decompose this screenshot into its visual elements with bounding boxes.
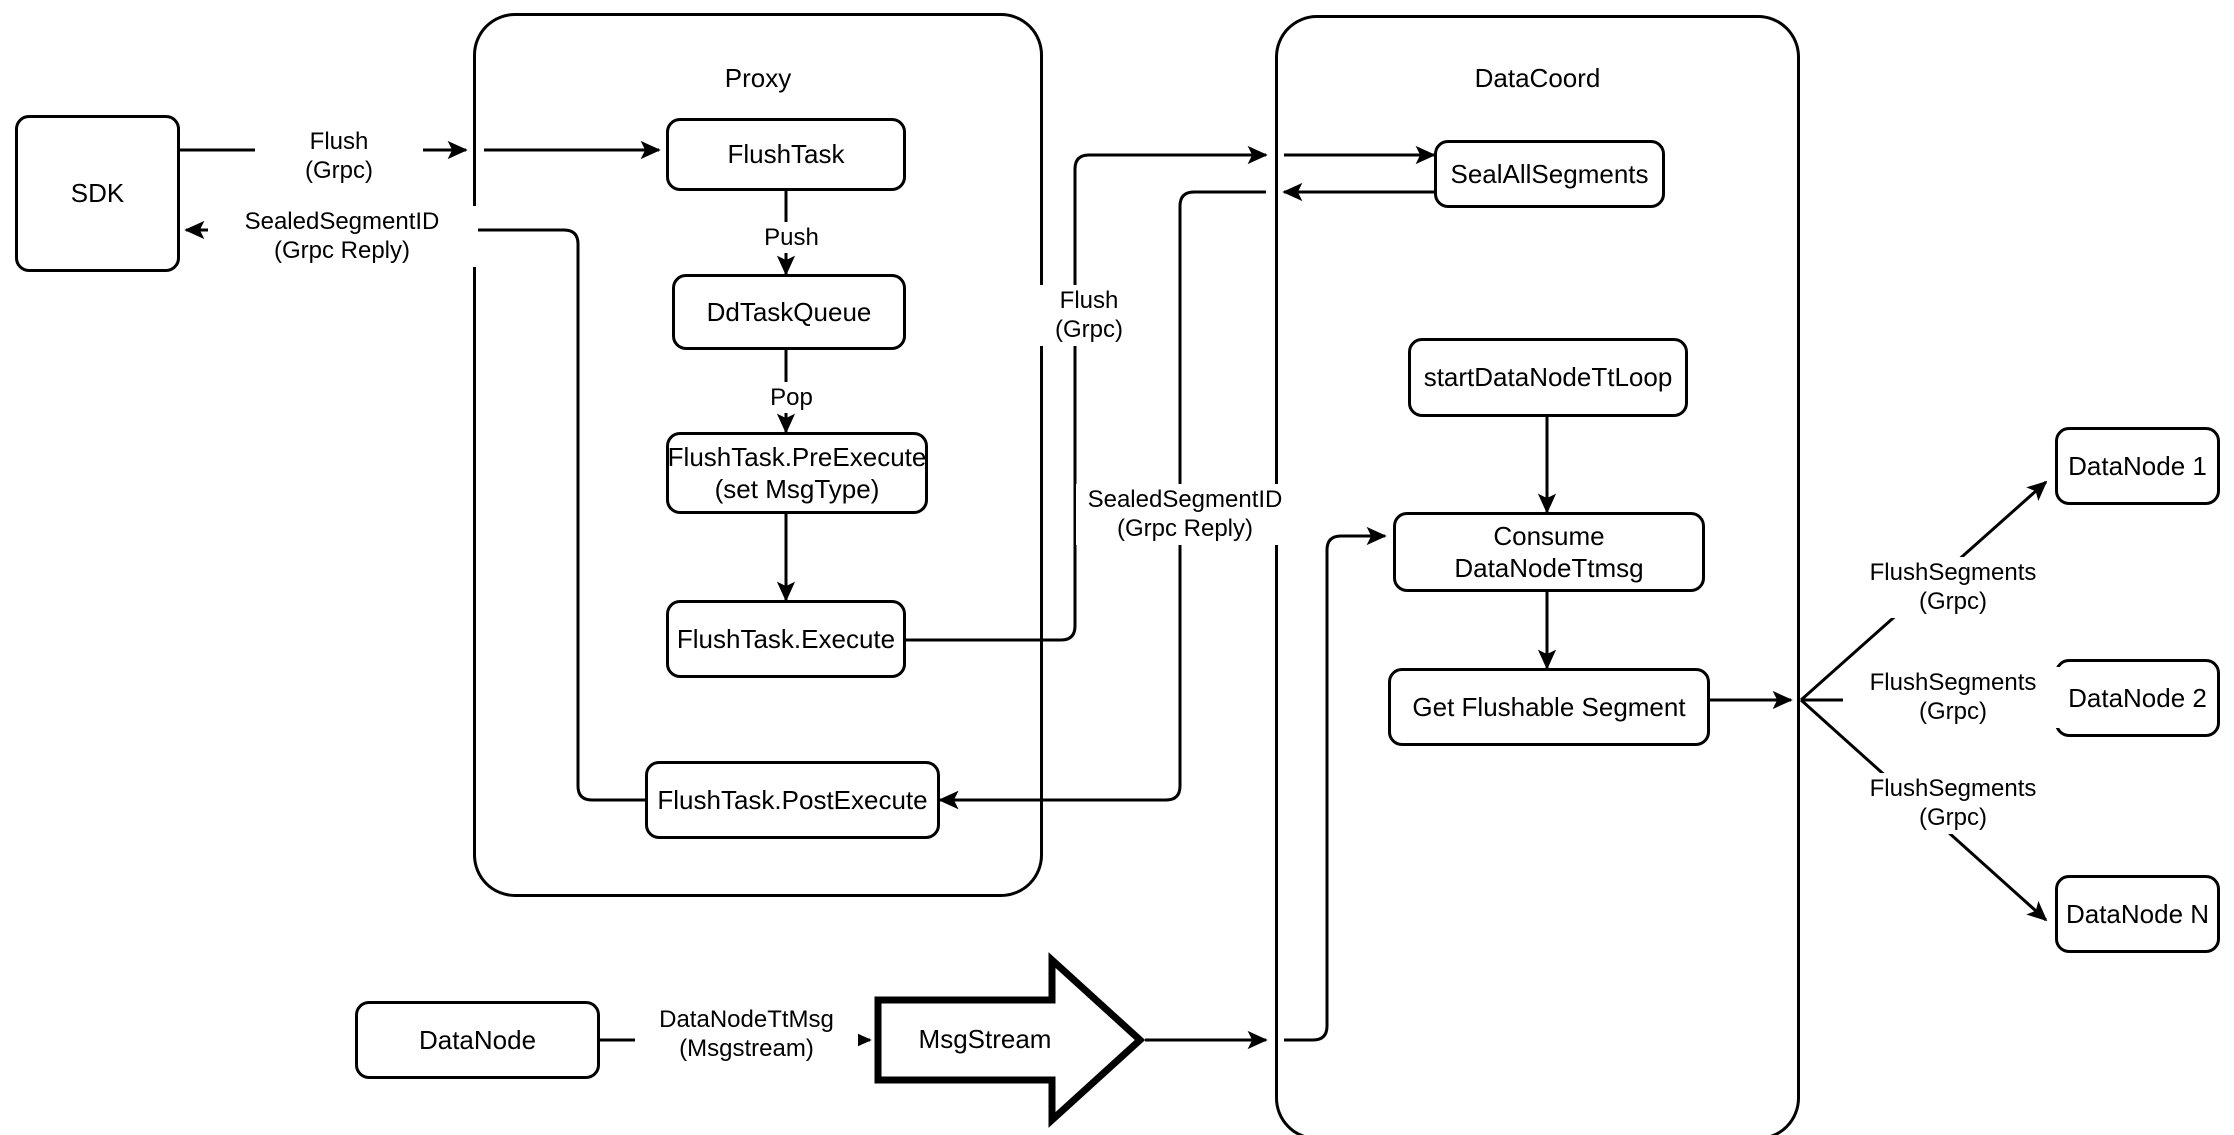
node-datanode-1[interactable]: DataNode 1 (2055, 427, 2220, 505)
edge-label-flush-segments-2: FlushSegments (Grpc) (1843, 667, 2063, 728)
node-ddtaskqueue[interactable]: DdTaskQueue (672, 274, 906, 350)
edge-label-sdk-to-proxy: Flush (Grpc) (255, 126, 423, 187)
proxy-container-title: Proxy (724, 63, 792, 93)
node-sdk[interactable]: SDK (15, 115, 180, 272)
node-flushtask[interactable]: FlushTask (666, 118, 906, 191)
node-flushtask-postexecute[interactable]: FlushTask.PostExecute (645, 761, 940, 839)
edge-label-datanode-ttmsg: DataNodeTtMsg (Msgstream) (635, 1004, 858, 1065)
node-flushtask-execute[interactable]: FlushTask.Execute (666, 600, 906, 678)
edge-label-push: Push (740, 222, 843, 254)
node-datanode-source[interactable]: DataNode (355, 1001, 600, 1079)
node-flushtask-preexecute[interactable]: FlushTask.PreExecute (set MsgType) (666, 432, 928, 514)
node-consume-datanode-ttmsg[interactable]: Consume DataNodeTtmsg (1393, 512, 1705, 592)
datacoord-container-title: DataCoord (1474, 63, 1601, 93)
node-get-flushable-segment[interactable]: Get Flushable Segment (1388, 668, 1710, 746)
node-datanode-2[interactable]: DataNode 2 (2055, 659, 2220, 737)
edge-label-datacoord-to-proxy: SealedSegmentID (Grpc Reply) (1076, 484, 1294, 545)
node-datanode-n[interactable]: DataNode N (2055, 875, 2220, 953)
edge-label-flush-segments-1: FlushSegments (Grpc) (1843, 557, 2063, 618)
edge-label-flush-segments-n: FlushSegments (Grpc) (1843, 773, 2063, 834)
edge-label-pop: Pop (745, 382, 838, 414)
node-start-datanode-tt-loop[interactable]: startDataNodeTtLoop (1408, 338, 1688, 417)
edge-label-proxy-to-sdk: SealedSegmentID (Grpc Reply) (208, 206, 476, 267)
datacoord-container (1275, 15, 1800, 1135)
edge-label-proxy-to-datacoord: Flush (Grpc) (1030, 285, 1148, 346)
node-sealallsegments[interactable]: SealAllSegments (1434, 140, 1665, 208)
node-msgstream-label: MsgStream (918, 1024, 1052, 1054)
